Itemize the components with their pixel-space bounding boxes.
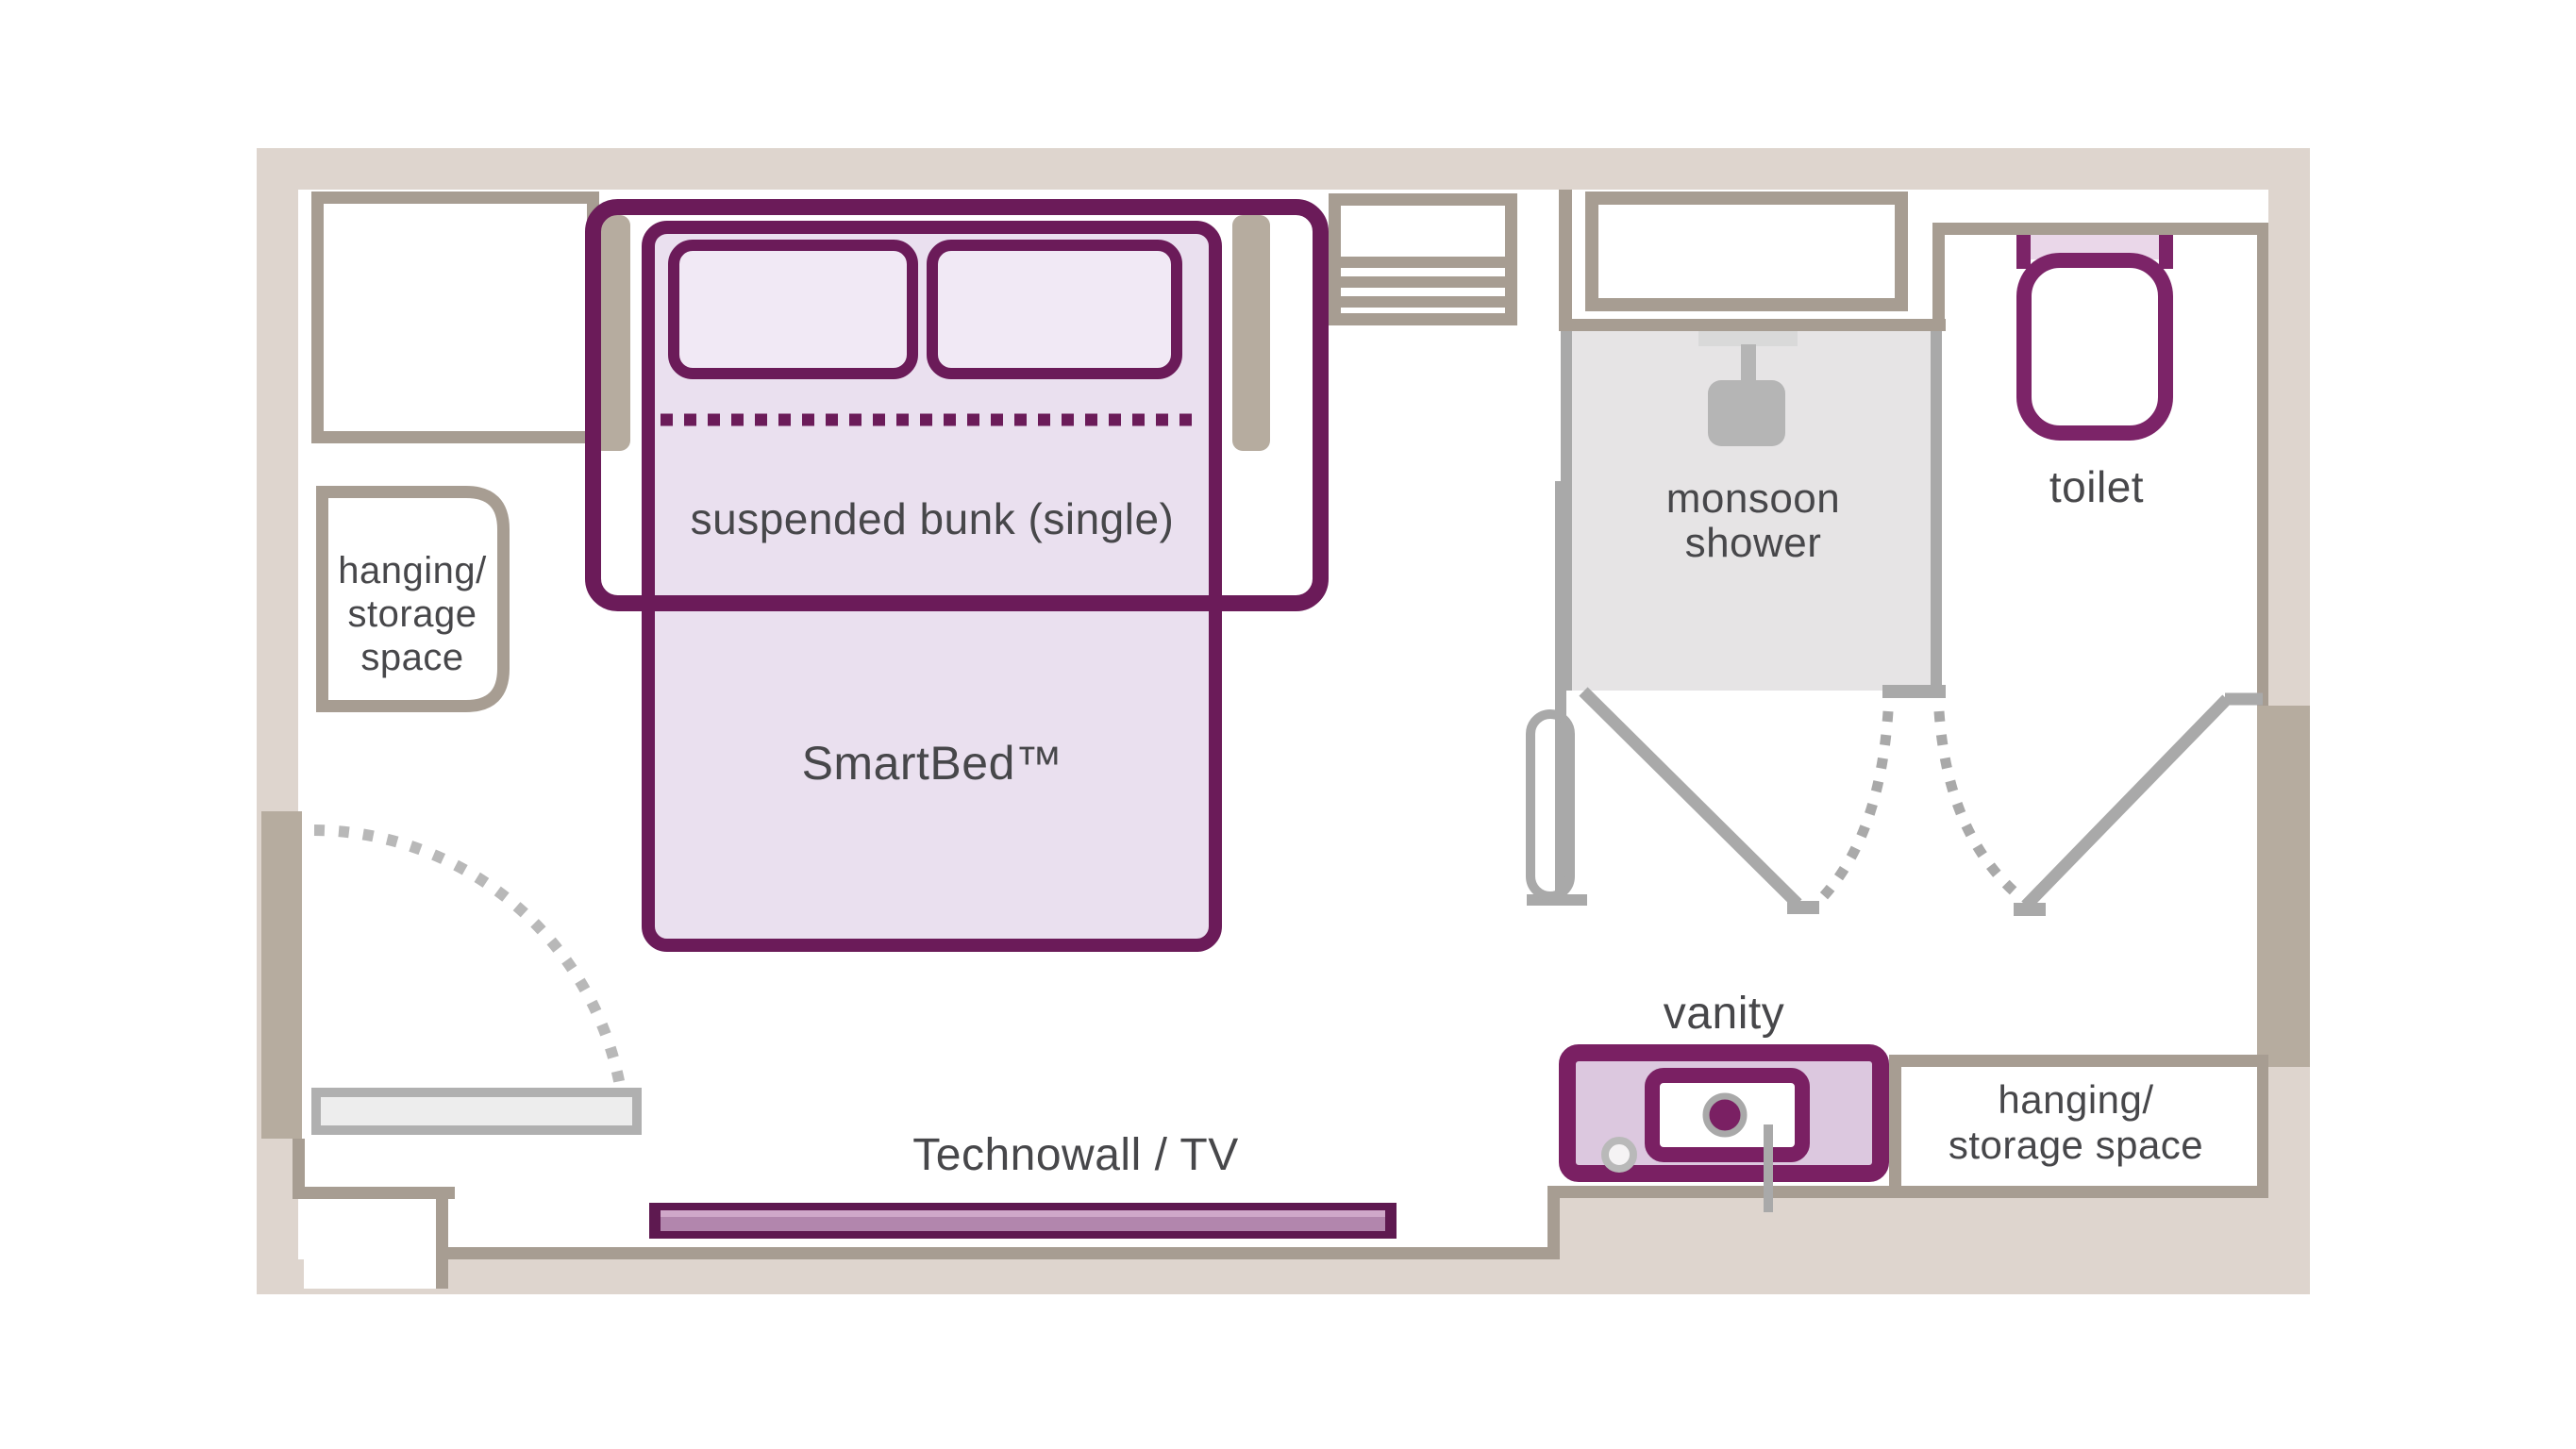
bed-support-left (593, 215, 630, 451)
entrance-door (311, 824, 642, 1135)
label-hanging-storage-left-2: storage (348, 593, 477, 635)
luggage-shelf-slat (1341, 296, 1505, 308)
toilet (2016, 235, 2173, 441)
divider-handle-icon (1526, 709, 1575, 901)
smartbed (642, 221, 1222, 952)
wall-bottom-inner-bedroom (447, 1247, 1559, 1259)
wall-bottom-inner-bathroom (1559, 1186, 2268, 1198)
wall-right-inner-line-bottom (2257, 1067, 2268, 1198)
bed-support-right (1232, 215, 1270, 451)
label-monsoon-shower-2: shower (1685, 520, 1822, 566)
toilet-tank-arm-right (2159, 235, 2173, 269)
labels: hanging/ storage space suspended bunk (s… (338, 462, 2203, 1180)
wall-bottom-step (1547, 1186, 1560, 1259)
shower-edge-right (1931, 331, 1942, 691)
hanging-storage-left-box (316, 486, 510, 712)
label-smartbed: SmartBed™ (802, 737, 1063, 790)
hanging-storage-right-left-line (1889, 1055, 1901, 1198)
entrance-door-swing-arc (313, 824, 628, 1105)
toilet-door (2021, 694, 2232, 910)
suspended-bunk-outline (585, 199, 1329, 611)
pillow-right (927, 240, 1182, 379)
label-hanging-storage-left-1: hanging/ (338, 550, 487, 591)
luggage-shelf-slat (1341, 276, 1505, 288)
overhead-cabinet (1585, 192, 1908, 311)
luggage-shelf-slat (1341, 257, 1505, 268)
shower-door (1579, 687, 1802, 908)
label-monsoon-shower-1: monsoon (1666, 475, 1841, 522)
wall-toilet-top-line (1932, 223, 2268, 235)
shower-head-icon (1698, 331, 1798, 446)
toilet-bowl (2016, 253, 2173, 441)
vanity-fixture-icon (1601, 1137, 1637, 1173)
wall-niche-right-line (436, 1199, 448, 1289)
label-vanity: vanity (1664, 989, 1784, 1039)
label-suspended-bunk: suspended bunk (single) (691, 494, 1175, 543)
inner-walls (261, 190, 2310, 1289)
label-hanging-storage-left-3: space (360, 637, 463, 678)
technowall-tv-bar (649, 1203, 1397, 1239)
faucet-line (1764, 1124, 1773, 1212)
wall-niche-top-line (293, 1187, 455, 1199)
monsoon-shower-area (1526, 331, 2263, 916)
wall-niche (304, 1199, 436, 1289)
label-hanging-storage-right-1: hanging/ (1998, 1077, 2153, 1122)
tv-bar-highlight (661, 1210, 1385, 1217)
wall-right-accent-block (2257, 706, 2310, 1067)
wall-niche-left-line (293, 1139, 305, 1199)
wall-top (257, 148, 2310, 190)
door-jamb (261, 811, 302, 1139)
bed-area (585, 199, 1329, 952)
built-ins (311, 192, 2268, 1198)
sink-drain-icon (1702, 1092, 1748, 1138)
toilet-door-swing-arc (1933, 710, 2023, 901)
wall-shower-top-line (1559, 319, 1946, 331)
bathroom-divider-panel (1555, 481, 1566, 906)
wall-right-inner-line-top (2257, 223, 2268, 706)
label-toilet: toilet (2049, 462, 2144, 511)
pillow-left (668, 240, 918, 379)
label-hanging-storage-right-2: storage space (1949, 1123, 2203, 1167)
hanging-storage-right-top-line (1889, 1055, 2268, 1067)
wall-bottom-bathroom-thick (1560, 1198, 2310, 1294)
vanity-area (1559, 1044, 1889, 1212)
toilet-tank-arm-left (2016, 235, 2031, 269)
outer-walls (257, 148, 2310, 1294)
wall-toilet-left-line (1932, 223, 1945, 319)
shower-screen-header (1882, 685, 1946, 698)
wall-stub-bathroom (1559, 190, 1572, 319)
shower-door-swing-arc (1815, 710, 1894, 906)
label-technowall: Technowall / TV (912, 1130, 1238, 1180)
entrance-door-leaf (311, 1088, 642, 1135)
closet-top-left (311, 192, 599, 443)
